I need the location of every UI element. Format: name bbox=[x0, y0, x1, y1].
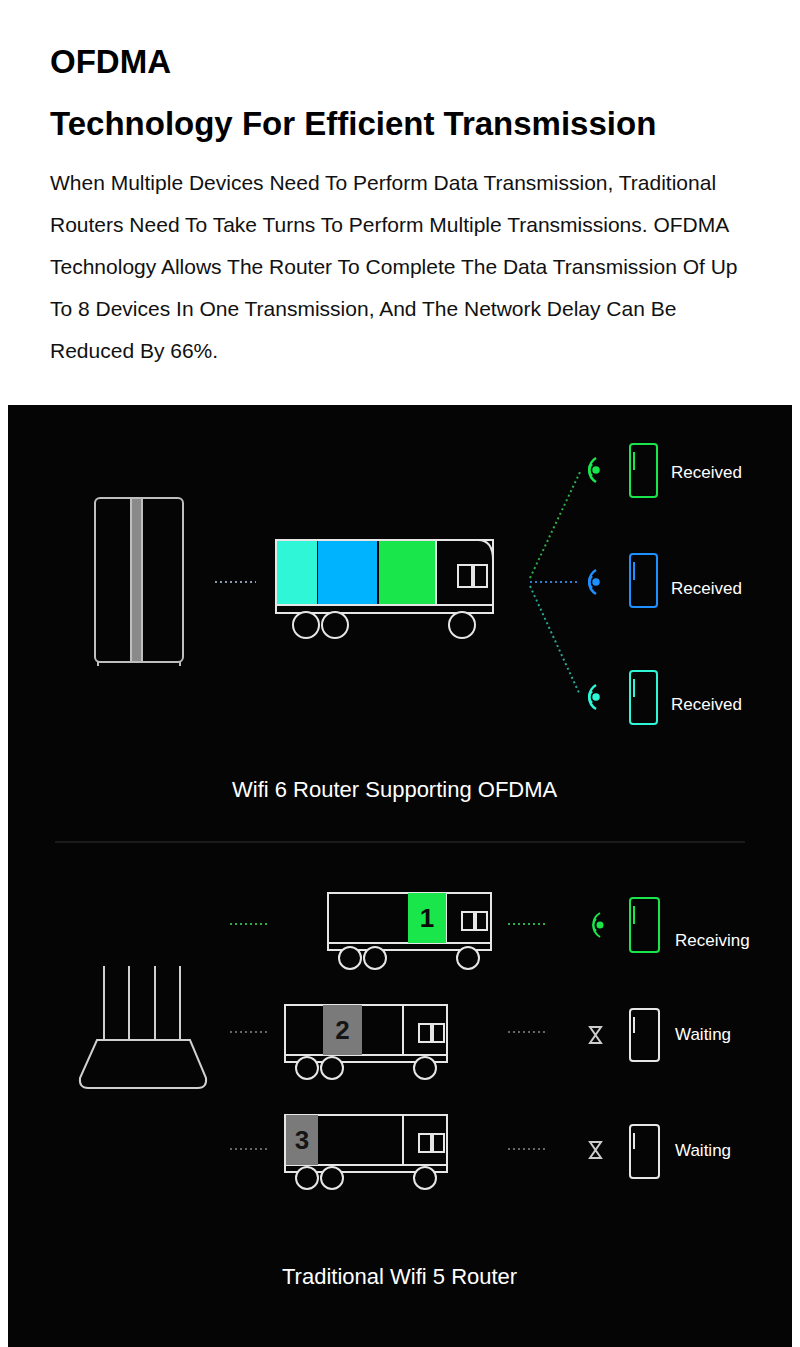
callout-number: 1 bbox=[420, 903, 434, 933]
callout-number: 3 bbox=[295, 1125, 309, 1155]
section-caption: Wifi 6 Router Supporting OFDMA bbox=[232, 776, 557, 804]
status-label: Waiting bbox=[675, 1024, 731, 1046]
phones-bottom bbox=[630, 898, 659, 1178]
truck bbox=[276, 540, 493, 638]
cargo-block: 3 bbox=[286, 1115, 318, 1165]
page-title: OFDMA bbox=[50, 42, 171, 82]
status-label: Received bbox=[671, 694, 742, 716]
status-label: Receiving bbox=[675, 930, 750, 952]
description: When Multiple Devices Need To Perform Da… bbox=[50, 162, 762, 372]
phones bbox=[630, 444, 657, 724]
wifi5-router bbox=[80, 966, 206, 1088]
dotted-line bbox=[215, 581, 256, 583]
cargo-block: 2 bbox=[323, 1005, 362, 1055]
section-caption: Traditional Wifi 5 Router bbox=[282, 1263, 517, 1291]
status-label: Received bbox=[671, 462, 742, 484]
wifi-icons bbox=[589, 458, 598, 709]
divider bbox=[55, 842, 745, 843]
status-label: Received bbox=[671, 578, 742, 600]
trucks bbox=[285, 893, 491, 1189]
wifi6-router bbox=[95, 498, 183, 666]
subtitle: Technology For Efficient Transmission bbox=[50, 104, 656, 144]
fan-lines bbox=[530, 472, 580, 695]
cargo-block: 1 bbox=[408, 893, 446, 943]
callout-number: 2 bbox=[335, 1015, 349, 1045]
status-label: Waiting bbox=[675, 1140, 731, 1162]
status-icons bbox=[590, 913, 603, 1158]
